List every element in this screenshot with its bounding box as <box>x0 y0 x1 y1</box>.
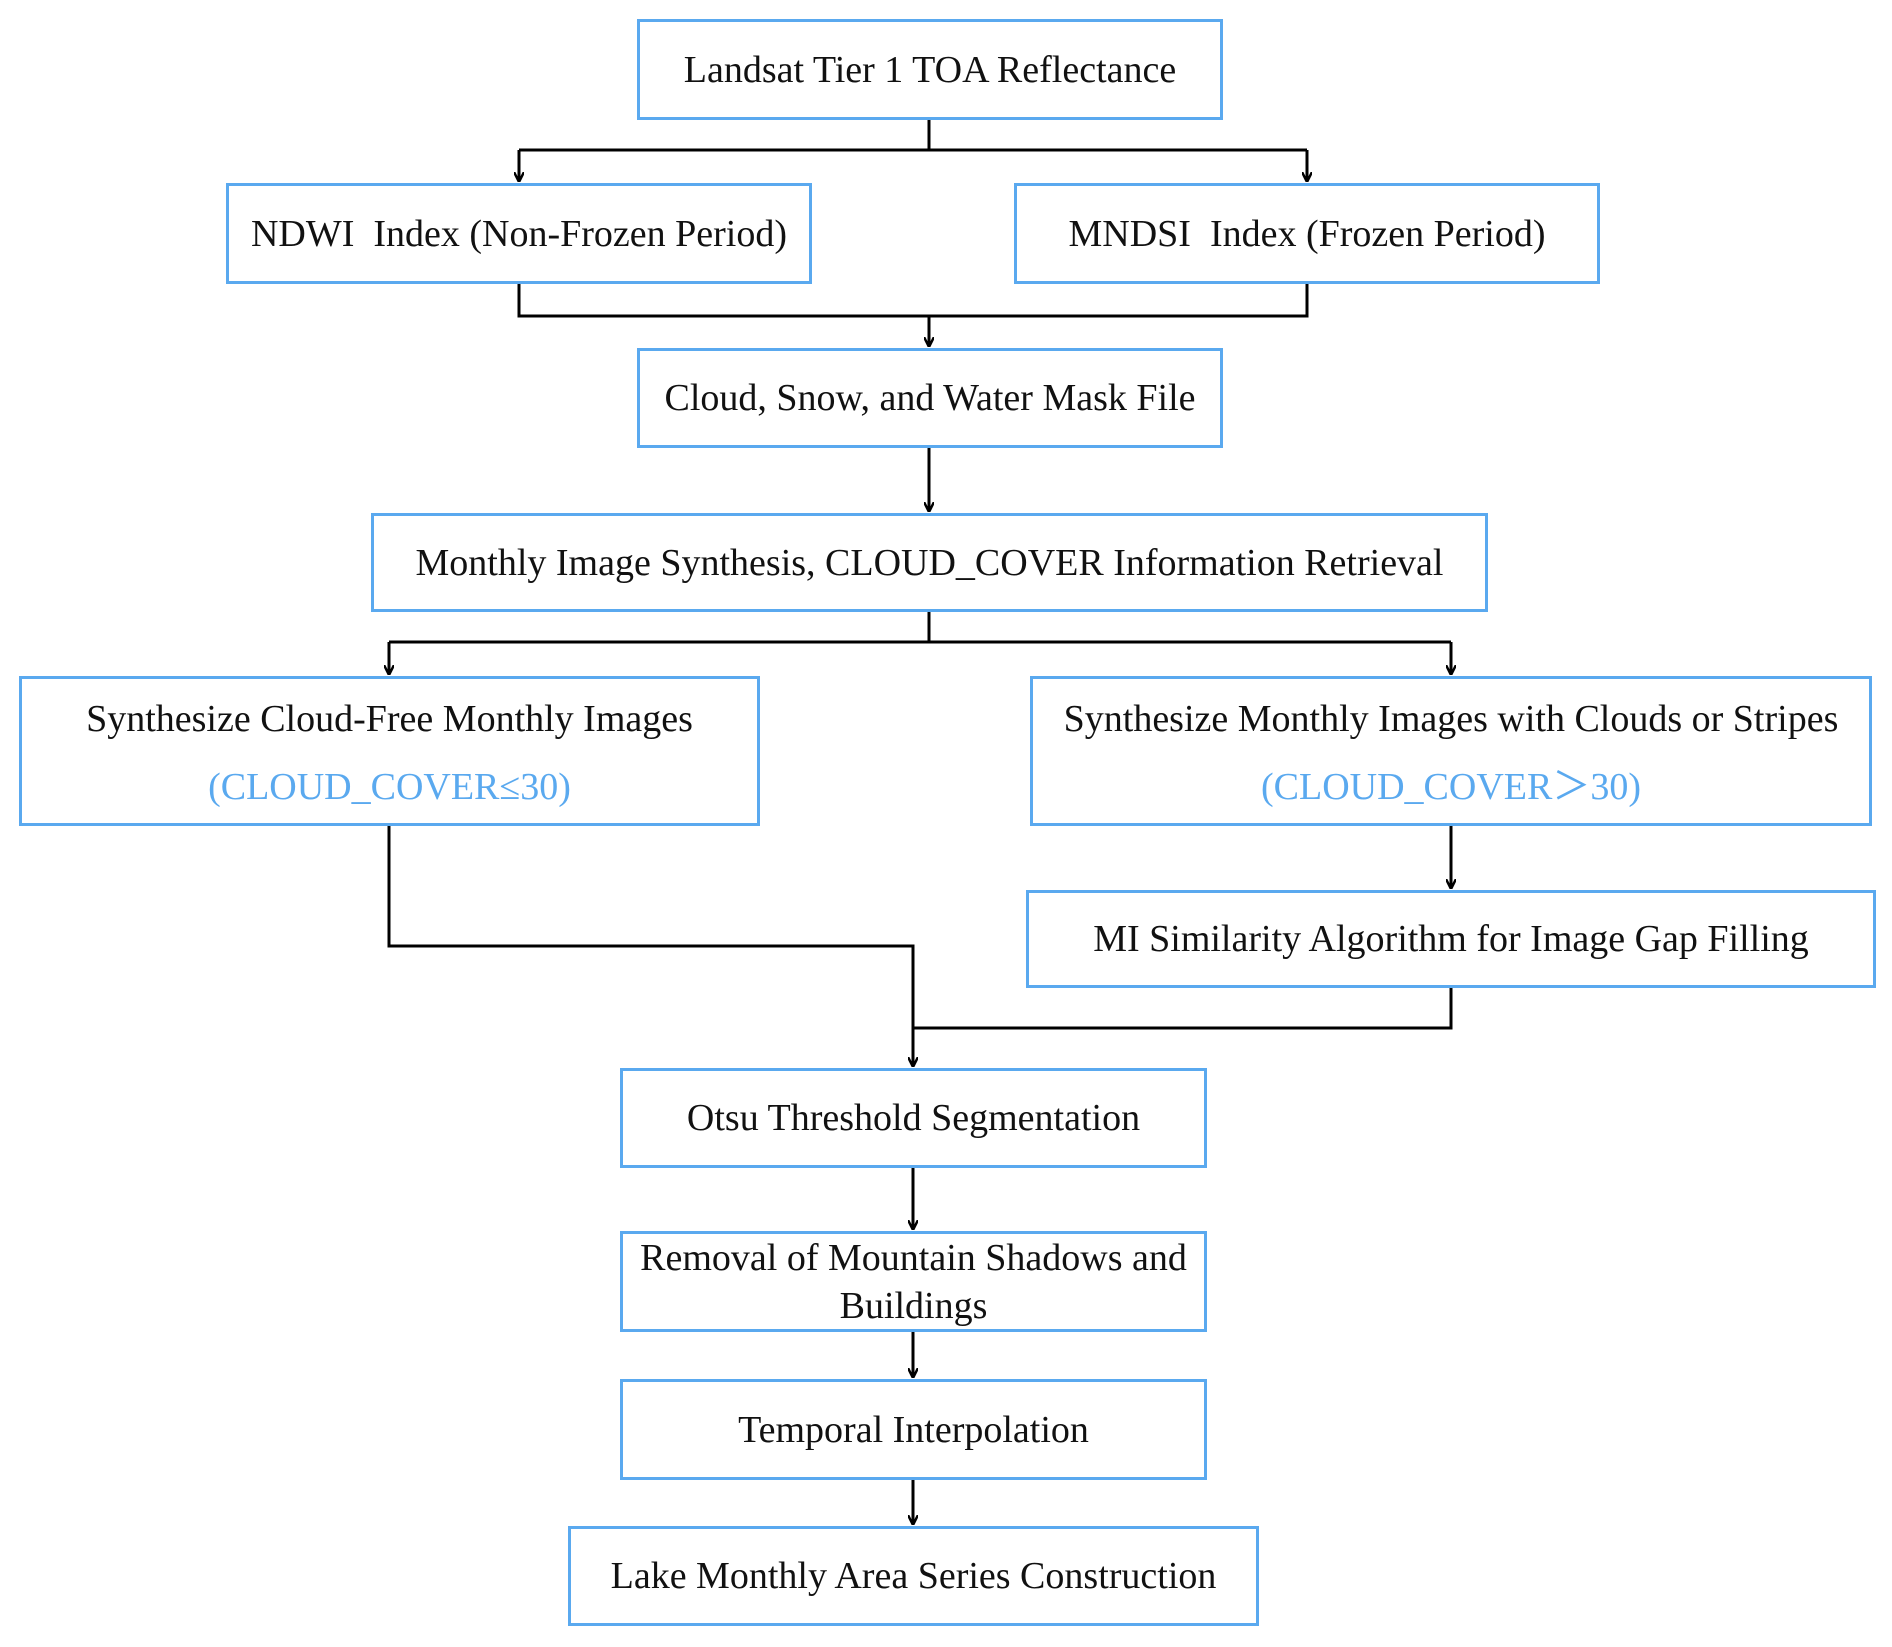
cloud-free-box: Synthesize Cloud-Free Monthly Images (CL… <box>19 676 760 826</box>
connector-index-merge <box>517 284 1309 318</box>
landsat-box: Landsat Tier 1 TOA Reflectance <box>637 19 1223 120</box>
with-clouds-label: Synthesize Monthly Images with Clouds or… <box>1063 698 1839 740</box>
mi-similarity-box: MI Similarity Algorithm for Image Gap Fi… <box>1026 890 1876 988</box>
temporal-box: Temporal Interpolation <box>620 1379 1207 1480</box>
temporal-label: Temporal Interpolation <box>738 1408 1089 1451</box>
mndsi-label: MNDSI Index (Frozen Period) <box>1068 212 1546 255</box>
mndsi-box: MNDSI Index (Frozen Period) <box>1014 183 1600 284</box>
mask-label: Cloud, Snow, and Water Mask File <box>664 377 1196 419</box>
mi-similarity-label: MI Similarity Algorithm for Image Gap Fi… <box>1093 918 1809 960</box>
connector-mi-to-otsu <box>913 988 1453 1030</box>
connector-landsat-split <box>519 120 1307 152</box>
lake-series-box: Lake Monthly Area Series Construction <box>568 1526 1259 1626</box>
connector-synthesis-split <box>389 612 1451 644</box>
with-clouds-box: Synthesize Monthly Images with Clouds or… <box>1030 676 1872 826</box>
monthly-synthesis-box: Monthly Image Synthesis, CLOUD_COVER Inf… <box>371 513 1488 612</box>
with-clouds-condition: (CLOUD_COVER＞30) <box>1261 766 1641 808</box>
mask-box: Cloud, Snow, and Water Mask File <box>637 348 1223 448</box>
monthly-synthesis-label: Monthly Image Synthesis, CLOUD_COVER Inf… <box>415 541 1444 584</box>
cloud-free-label: Synthesize Cloud-Free Monthly Images <box>86 698 693 740</box>
ndwi-label: NDWI Index (Non-Frozen Period) <box>250 212 788 255</box>
landsat-label: Landsat Tier 1 TOA Reflectance <box>683 48 1177 91</box>
lake-series-label: Lake Monthly Area Series Construction <box>610 1555 1217 1597</box>
removal-label: Removal of Mountain Shadows and Building… <box>640 1236 1187 1327</box>
removal-box: Removal of Mountain Shadows and Building… <box>620 1231 1207 1332</box>
connector-cloud-free-to-otsu <box>387 826 913 1066</box>
ndwi-box: NDWI Index (Non-Frozen Period) <box>226 183 812 284</box>
cloud-free-condition: (CLOUD_COVER≤30) <box>208 766 571 808</box>
otsu-label: Otsu Threshold Segmentation <box>686 1097 1141 1139</box>
otsu-box: Otsu Threshold Segmentation <box>620 1068 1207 1168</box>
